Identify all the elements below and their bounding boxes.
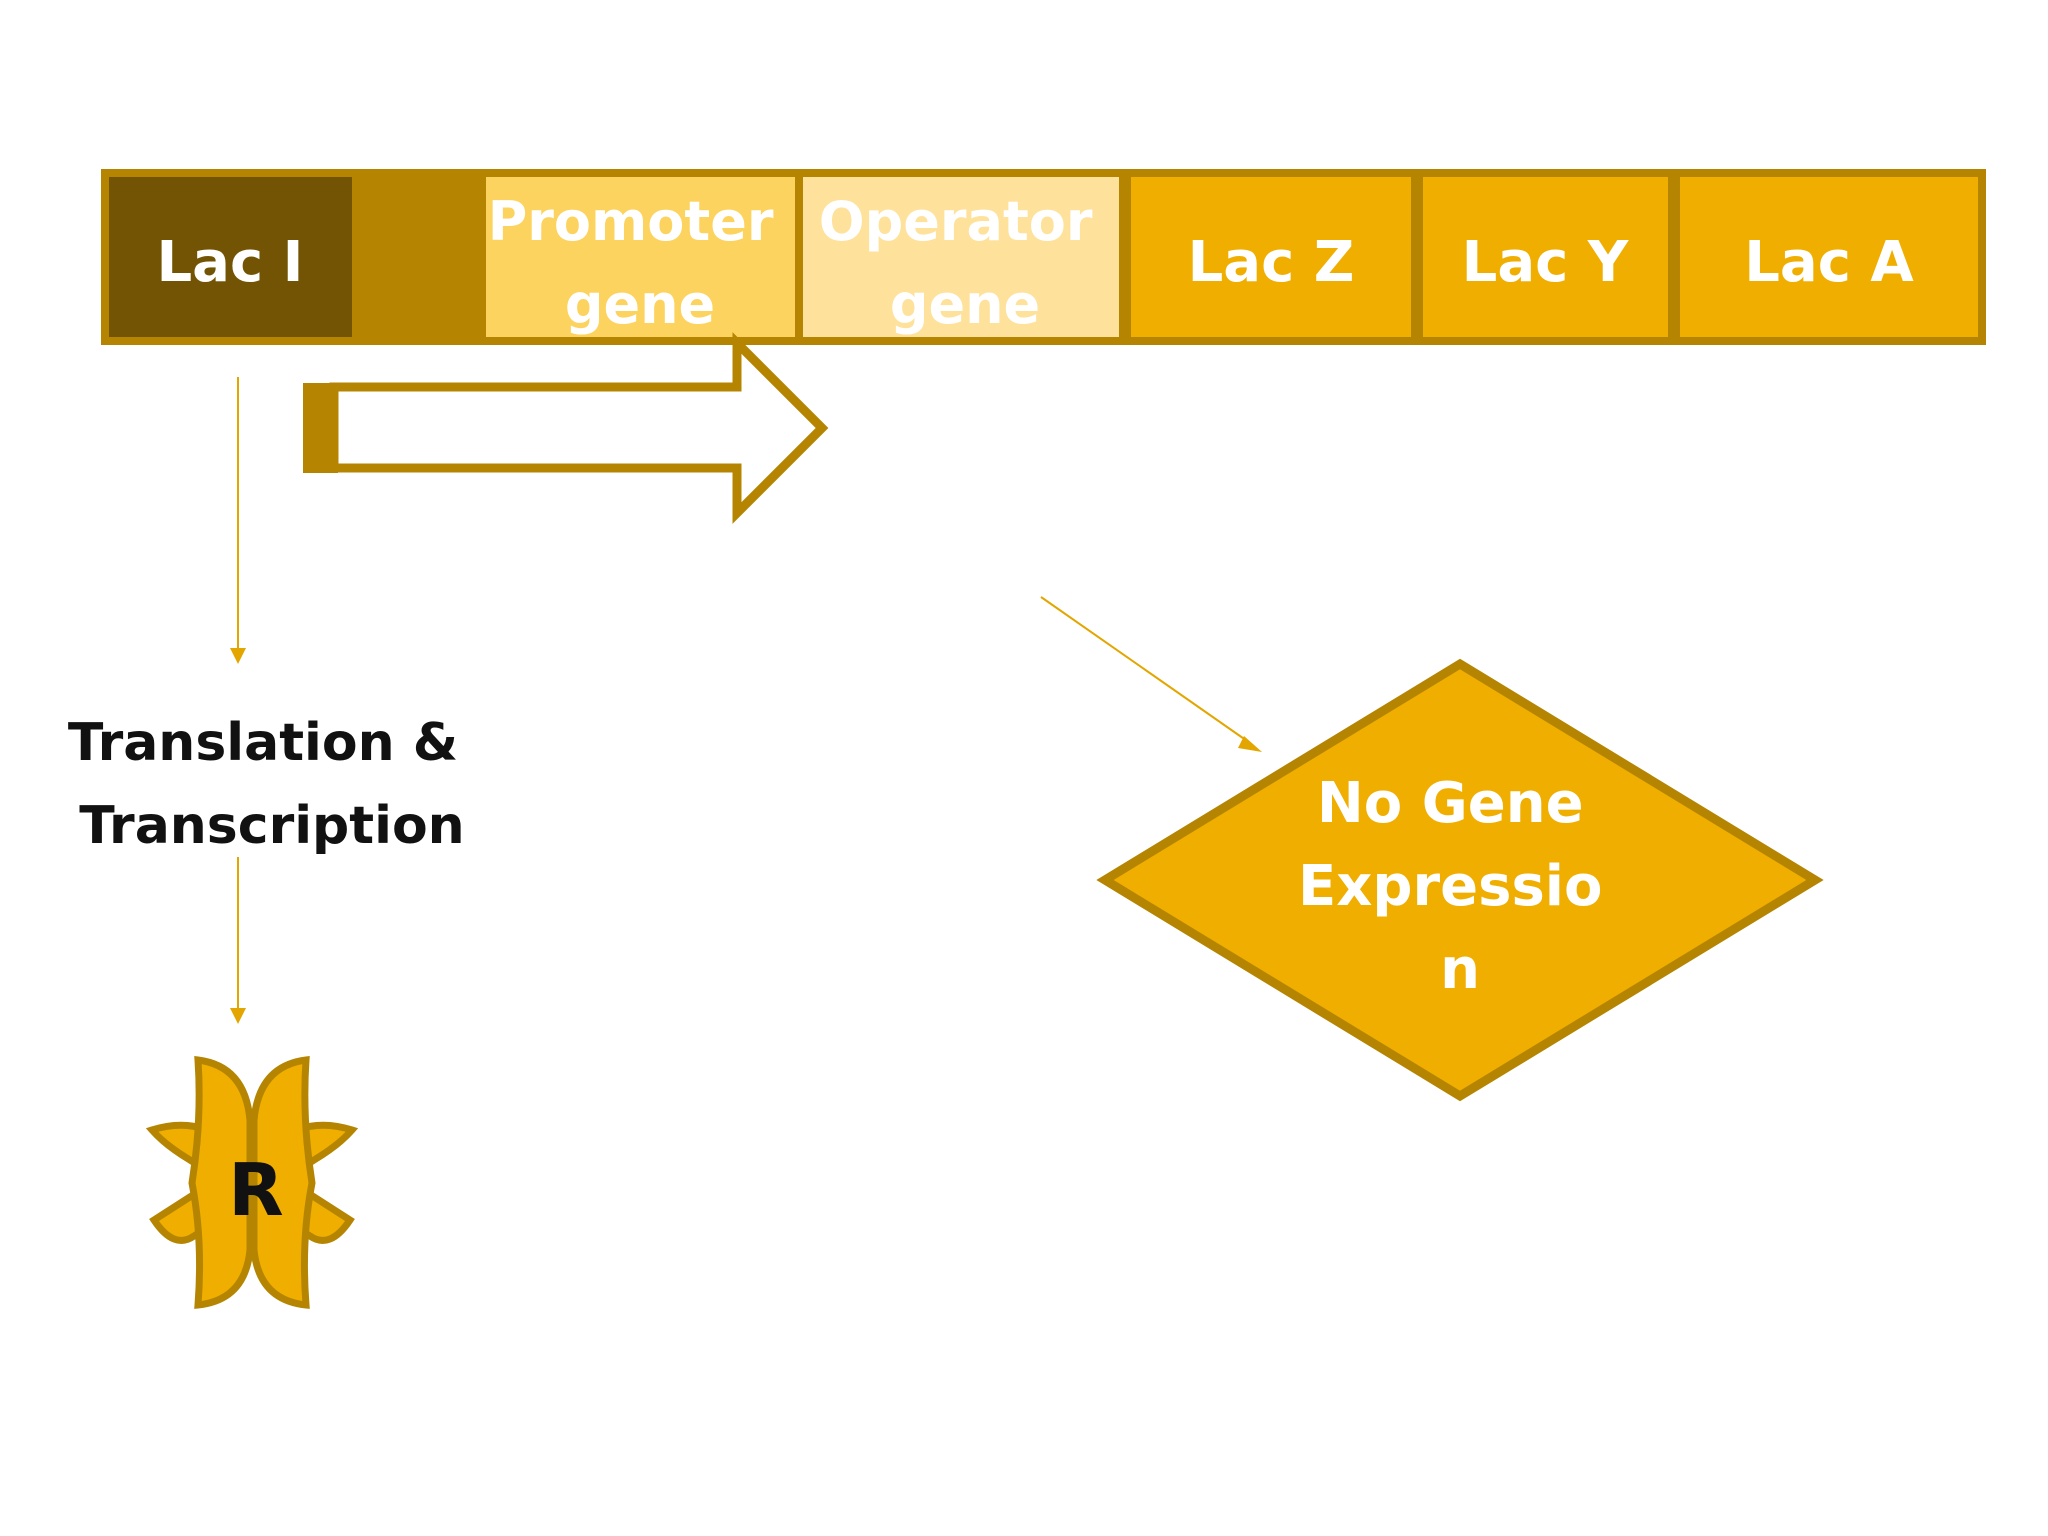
block-arrow-outline bbox=[329, 332, 829, 524]
segment-lac-a-box bbox=[1680, 177, 1978, 337]
outcome-label: No Gene Expressio n bbox=[1298, 771, 1622, 1002]
repressor-right-half bbox=[250, 1055, 316, 1309]
segment-promoter-box bbox=[486, 177, 795, 337]
arrow-laci-to-process bbox=[230, 377, 246, 664]
segment-operator-label: Operator gene bbox=[819, 190, 1112, 336]
segment-lac-y-box bbox=[1423, 177, 1668, 337]
process-label: Translation & Transcription bbox=[68, 713, 476, 856]
segment-lac-i: Lac I bbox=[109, 177, 352, 337]
segment-operator-box bbox=[803, 177, 1119, 337]
outcome-label-line-3: n bbox=[1440, 937, 1480, 1002]
process-label-line-2: Transcription bbox=[79, 796, 464, 856]
outcome-diamond: No Gene Expressio n bbox=[1096, 658, 1824, 1102]
segment-promoter-line-2: gene bbox=[565, 273, 715, 336]
segment-promoter-label: Promoter gene bbox=[488, 190, 793, 336]
outcome-label-line-2: Expressio bbox=[1298, 854, 1602, 919]
segment-lac-i-label: Lac I bbox=[157, 230, 304, 295]
segment-lac-a: Lac A bbox=[1680, 177, 1978, 337]
segment-lac-y: Lac Y bbox=[1423, 177, 1668, 337]
segment-operator-line-1: Operator bbox=[819, 190, 1093, 253]
segment-spacer bbox=[360, 177, 478, 337]
segment-promoter-line-1: Promoter bbox=[488, 190, 774, 253]
segment-lac-z: Lac Z bbox=[1131, 177, 1411, 337]
segment-promoter: Promoter gene bbox=[486, 177, 795, 337]
outcome-diamond-shape bbox=[1096, 658, 1824, 1102]
segment-lac-z-label: Lac Z bbox=[1188, 230, 1355, 295]
transcription-block-arrow bbox=[303, 332, 829, 524]
arrow-laci-to-process-head bbox=[230, 648, 246, 664]
segment-operator-line-2: gene bbox=[890, 273, 1040, 336]
segment-operator: Operator gene bbox=[803, 177, 1119, 337]
process-label-line-1: Translation & bbox=[68, 713, 458, 773]
repressor-label: R bbox=[228, 1148, 283, 1232]
arrow-operator-to-outcome bbox=[1040, 596, 1262, 752]
outcome-label-line-1: No Gene bbox=[1317, 771, 1584, 836]
segment-lac-i-box bbox=[109, 177, 352, 337]
arrow-process-to-repressor bbox=[230, 857, 246, 1024]
segment-lac-z-box bbox=[1131, 177, 1411, 337]
repressor-protein: R bbox=[145, 1055, 359, 1309]
arrow-operator-to-outcome-head bbox=[1238, 736, 1262, 752]
segment-lac-y-label: Lac Y bbox=[1462, 230, 1630, 295]
segment-lac-a-label: Lac A bbox=[1744, 230, 1914, 295]
repressor-left-half bbox=[188, 1055, 254, 1309]
segment-spacer-box bbox=[360, 177, 478, 337]
arrow-operator-to-outcome-line bbox=[1040, 596, 1251, 744]
arrow-process-to-repressor-head bbox=[230, 1008, 246, 1024]
